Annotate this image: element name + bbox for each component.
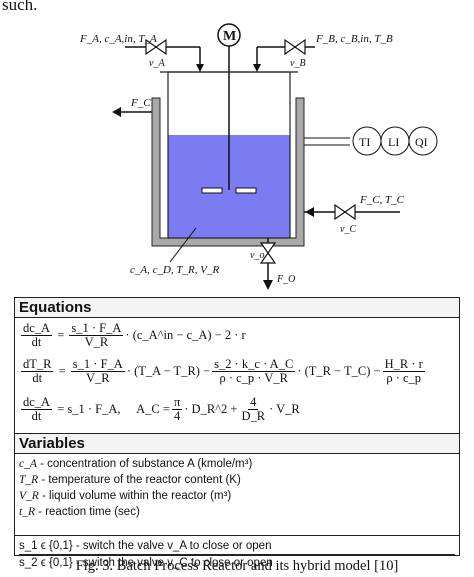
valve-o-label: v_o	[250, 250, 264, 261]
state-label: c_A, c_D, T_R, V_R	[130, 264, 219, 276]
reactor-diagram: M TI LI QI F_A, c_A,in, T_A v_A F_B, c_B…	[79, 23, 438, 290]
coolant-label: F_C, T_C	[359, 194, 405, 206]
top-text-fragment: such.	[2, 0, 38, 14]
switch-row: s_1 ϵ {0,1} - switch the valve v_A to cl…	[19, 540, 272, 552]
sensor-li-label: LI	[388, 135, 399, 149]
valve-c-label: v_C	[340, 224, 356, 235]
outflow-label: F_C	[130, 97, 151, 109]
stirrer-blade-right	[235, 187, 257, 194]
valve-c-icon	[334, 203, 356, 221]
variable-row: V_R - liquid volume within the reactor (…	[19, 490, 232, 502]
equations-header: Equations	[15, 298, 459, 318]
sensor-ti-label: TI	[359, 135, 370, 149]
switch-row: s_2 ϵ {0,1} - switch the valve v_C to cl…	[19, 554, 455, 571]
outlet-label: F_O	[276, 274, 295, 285]
valve-b-icon	[284, 38, 306, 56]
variable-row: T_R - temperature of the reactor content…	[19, 474, 241, 486]
valve-a-icon	[145, 38, 167, 56]
stirrer-blade-left	[201, 187, 223, 194]
motor-label: M	[223, 29, 236, 44]
valve-b-label: v_B	[290, 58, 306, 69]
variable-row: c_A - concentration of substance A (kmol…	[19, 458, 253, 470]
variables-list: c_A - concentration of substance A (kmol…	[15, 454, 459, 536]
inlet-b-label: F_B, c_B,in, T_B	[315, 33, 393, 45]
figure-caption: Fig. 3. Batch Process Reactor and its hy…	[75, 558, 399, 574]
inlet-a-label: F_A, c_A,in, T_A	[79, 33, 157, 45]
valve-o-icon	[259, 242, 277, 264]
variable-row: t_R - reaction time (sec)	[19, 506, 140, 518]
sensor-qi-label: QI	[415, 135, 428, 149]
switches-list: s_1 ϵ {0,1} - switch the valve v_A to cl…	[15, 536, 459, 573]
variables-header: Variables	[15, 434, 459, 454]
sensor-qi-icon	[408, 126, 438, 156]
valve-a-label: v_A	[149, 58, 165, 69]
